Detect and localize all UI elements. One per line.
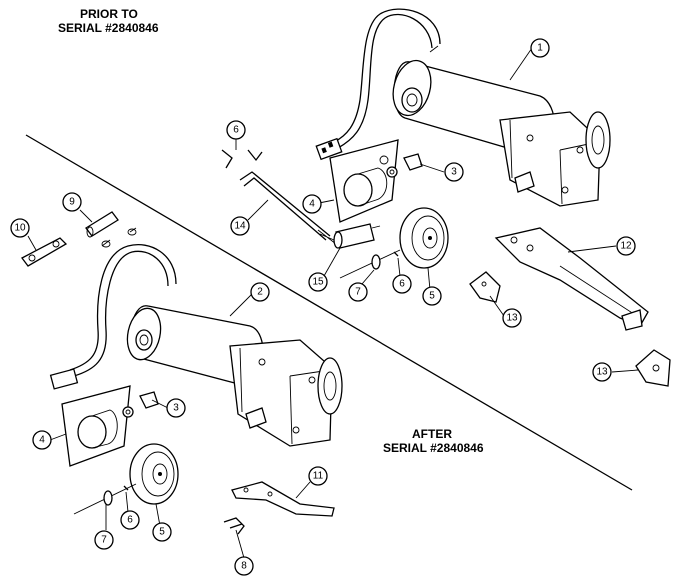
callout-1-label: 1 (537, 43, 543, 54)
callout-14-label: 14 (234, 221, 246, 232)
callout-12: 12 (616, 236, 636, 256)
part-clip-3-top (403, 153, 423, 171)
callout-11-label: 11 (313, 471, 324, 482)
callout-7-top-label: 7 (355, 287, 361, 298)
callout-4-lower-label: 4 (39, 435, 45, 446)
part-bracket-4-lower (61, 385, 134, 467)
callouts: 1 2 3 3 4 4 5 5 6 6 6 7 7 8 9 10 11 12 1… (10, 38, 636, 576)
callout-8-label: 8 (241, 561, 247, 572)
callout-2: 2 (250, 282, 270, 302)
callout-6-lower-label: 6 (127, 515, 133, 526)
part-clip-6-top (221, 149, 263, 169)
part-bracket-13-top (469, 271, 501, 303)
part-bracket-10 (21, 237, 68, 267)
callout-13-top-label: 13 (506, 313, 518, 324)
callout-5-lower: 5 (152, 522, 172, 542)
callout-7-lower-label: 7 (101, 535, 107, 546)
part-pin-9 (85, 211, 137, 248)
part-bracket-13-right (635, 349, 671, 387)
part-bracket-11 (231, 481, 335, 517)
callout-6-mid-label: 6 (399, 279, 405, 290)
callout-12-label: 12 (620, 241, 632, 252)
part-bracket-12 (494, 227, 649, 331)
caption-prior-line2: SERIAL #2840846 (58, 21, 159, 35)
callout-3-top: 3 (444, 162, 464, 182)
callout-2-label: 2 (257, 287, 263, 298)
callout-9-label: 9 (69, 197, 75, 208)
callout-10: 10 (10, 218, 30, 238)
part-rod-14 (239, 171, 337, 245)
caption-after: AFTER SERIAL #2840846 (383, 427, 484, 455)
section-divider-line (25, 134, 633, 491)
callout-5-top: 5 (422, 286, 442, 306)
callout-6-top: 6 (226, 120, 246, 140)
caption-prior-line1: PRIOR TO (80, 7, 138, 21)
callout-6-mid: 6 (392, 274, 412, 294)
callout-15-label: 15 (312, 277, 324, 288)
callout-3-top-label: 3 (451, 167, 457, 178)
part-washer-top (339, 249, 401, 279)
motor-upper (315, 8, 611, 207)
callout-13-right-label: 13 (596, 367, 608, 378)
callout-14: 14 (230, 216, 250, 236)
motor-lower (49, 244, 343, 447)
caption-after-line2: SERIAL #2840846 (383, 441, 484, 455)
callout-7-lower: 7 (94, 530, 114, 550)
caption-prior: PRIOR TO SERIAL #2840846 (58, 7, 159, 35)
callout-13-right: 13 (592, 362, 612, 382)
callout-5-lower-label: 5 (159, 527, 165, 538)
callout-11: 11 (308, 466, 328, 486)
part-pulley-5-lower (129, 443, 179, 505)
callout-8: 8 (234, 556, 254, 576)
callout-13-top: 13 (502, 308, 522, 328)
callout-4-lower: 4 (32, 430, 52, 450)
callout-3-lower: 3 (166, 398, 186, 418)
callout-1: 1 (530, 38, 550, 58)
callout-9: 9 (62, 192, 82, 212)
part-sleeve-15 (333, 223, 381, 249)
caption-after-line1: AFTER (412, 427, 452, 441)
callout-6-top-label: 6 (233, 125, 239, 136)
leader-lines (27, 47, 639, 559)
part-bracket-4-top (329, 139, 399, 223)
callout-4-top-label: 4 (309, 199, 315, 210)
part-pulley-5-top (399, 207, 449, 269)
callout-10-label: 10 (14, 223, 26, 234)
part-clip-8 (223, 517, 245, 535)
callout-3-lower-label: 3 (173, 403, 179, 414)
part-washer-lower (73, 483, 137, 515)
callout-5-top-label: 5 (429, 291, 435, 302)
callout-6-lower: 6 (120, 510, 140, 530)
callout-15: 15 (308, 272, 328, 292)
part-clip-3-lower (139, 391, 159, 409)
callout-7-top: 7 (348, 282, 368, 302)
callout-4-top: 4 (302, 194, 322, 214)
